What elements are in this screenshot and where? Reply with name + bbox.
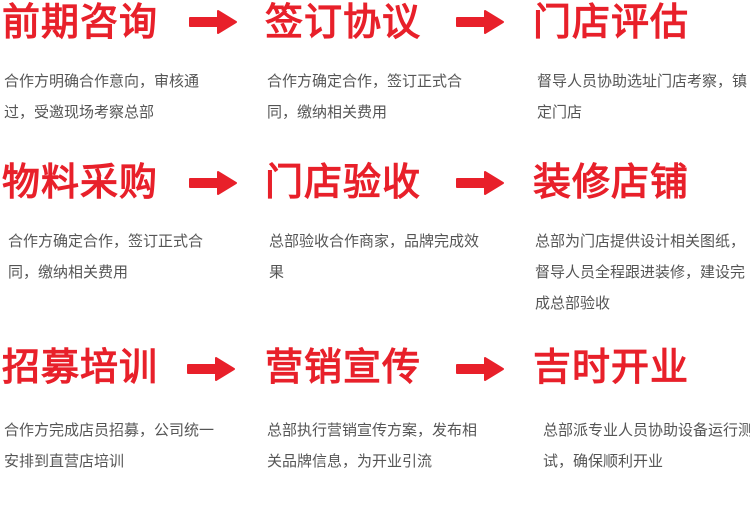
step-description: 总部验收合作商家，品牌完成效果 — [269, 232, 480, 281]
arrow-right-icon — [456, 171, 504, 195]
step-sign-agreement: 签订协议 合作方确定合作，签订正式合同，缴纳相关费用 — [265, 0, 490, 121]
step-title: 招募培训 — [2, 345, 159, 389]
step-title: 门店评估 — [533, 0, 690, 44]
step-title: 前期咨询 — [2, 0, 159, 44]
arrow-right-icon — [456, 357, 504, 381]
step-title: 装修店铺 — [533, 160, 690, 204]
step-description: 合作方完成店员招募，公司统一安排到直营店培训 — [4, 421, 215, 470]
step-marketing: 营销宣传 总部执行营销宣传方案，发布相关品牌信息，为开业引流 — [265, 345, 490, 470]
step-recruit-training: 招募培训 合作方完成店员招募，公司统一安排到直营店培训 — [2, 345, 227, 470]
step-description: 合作方确定合作，签订正式合同，缴纳相关费用 — [8, 232, 204, 281]
step-title: 营销宣传 — [265, 345, 422, 389]
step-title: 吉时开业 — [533, 345, 690, 389]
step-consultation: 前期咨询 合作方明确合作意向，审核通过，受邀现场考察总部 — [2, 0, 227, 121]
step-description: 总部为门店提供设计相关图纸，督导人员全程跟进装修，建设完成总部验收 — [535, 232, 746, 312]
step-title: 门店验收 — [265, 160, 422, 204]
step-description: 总部执行营销宣传方案，发布相关品牌信息，为开业引流 — [267, 421, 478, 470]
arrow-right-icon — [189, 171, 237, 195]
step-description: 督导人员协助选址门店考察，镇定门店 — [537, 72, 748, 121]
step-description: 合作方明确合作意向，审核通过，受邀现场考察总部 — [4, 72, 200, 121]
step-store-evaluation: 门店评估 督导人员协助选址门店考察，镇定门店 — [533, 0, 750, 121]
step-description: 合作方确定合作，签订正式合同，缴纳相关费用 — [267, 72, 463, 121]
step-title: 物料采购 — [2, 160, 159, 204]
step-material-purchase: 物料采购 合作方确定合作，签订正式合同，缴纳相关费用 — [2, 160, 227, 281]
step-grand-opening: 吉时开业 总部派专业人员协助设备运行测试，确保顺利开业 — [533, 345, 750, 470]
arrow-right-icon — [187, 357, 235, 381]
arrow-right-icon — [189, 10, 237, 34]
step-description: 总部派专业人员协助设备运行测试，确保顺利开业 — [543, 421, 750, 470]
step-store-acceptance: 门店验收 总部验收合作商家，品牌完成效果 — [265, 160, 490, 281]
arrow-right-icon — [456, 10, 504, 34]
step-store-decoration: 装修店铺 总部为门店提供设计相关图纸，督导人员全程跟进装修，建设完成总部验收 — [533, 160, 750, 312]
step-title: 签订协议 — [265, 0, 422, 44]
